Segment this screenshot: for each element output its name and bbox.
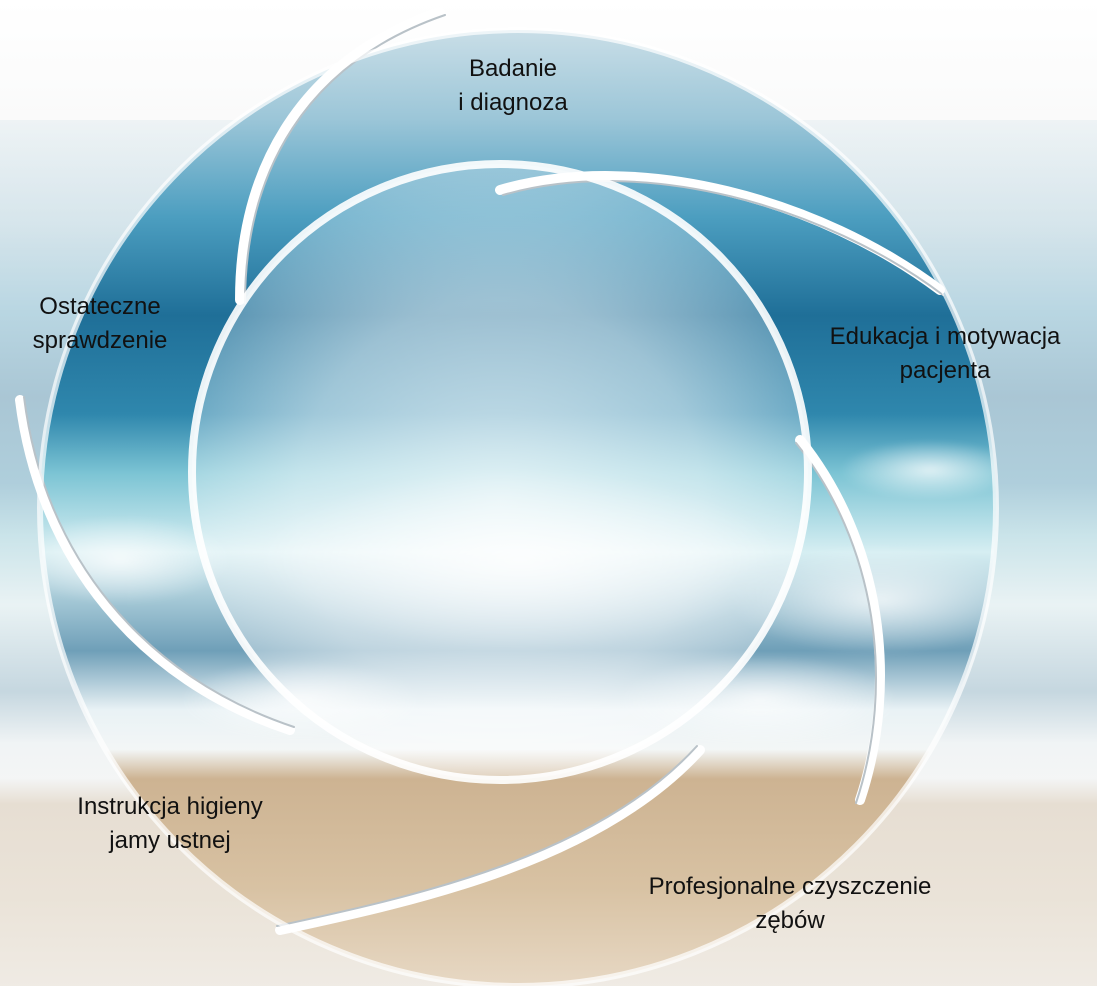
step-label-line: zębów bbox=[570, 904, 1010, 938]
step-label-education: Edukacja i motywacja pacjenta bbox=[770, 320, 1097, 388]
step-label-line: sprawdzenie bbox=[0, 324, 200, 358]
step-label-line: i diagnoza bbox=[383, 86, 643, 120]
step-label-line: Ostateczne bbox=[0, 290, 200, 324]
step-label-hygiene-instruction: Instrukcja higieny jamy ustnej bbox=[20, 790, 320, 858]
step-label-line: Instrukcja higieny bbox=[20, 790, 320, 824]
step-label-line: Profesjonalne czyszczenie bbox=[570, 870, 1010, 904]
step-label-line: Edukacja i motywacja bbox=[770, 320, 1097, 354]
step-label-examination: Badanie i diagnoza bbox=[383, 52, 643, 120]
step-label-line: pacjenta bbox=[770, 354, 1097, 388]
step-label-line: jamy ustnej bbox=[20, 824, 320, 858]
step-label-cleaning: Profesjonalne czyszczenie zębów bbox=[570, 870, 1010, 938]
step-label-line: Badanie bbox=[383, 52, 643, 86]
step-label-final-check: Ostateczne sprawdzenie bbox=[0, 290, 200, 358]
